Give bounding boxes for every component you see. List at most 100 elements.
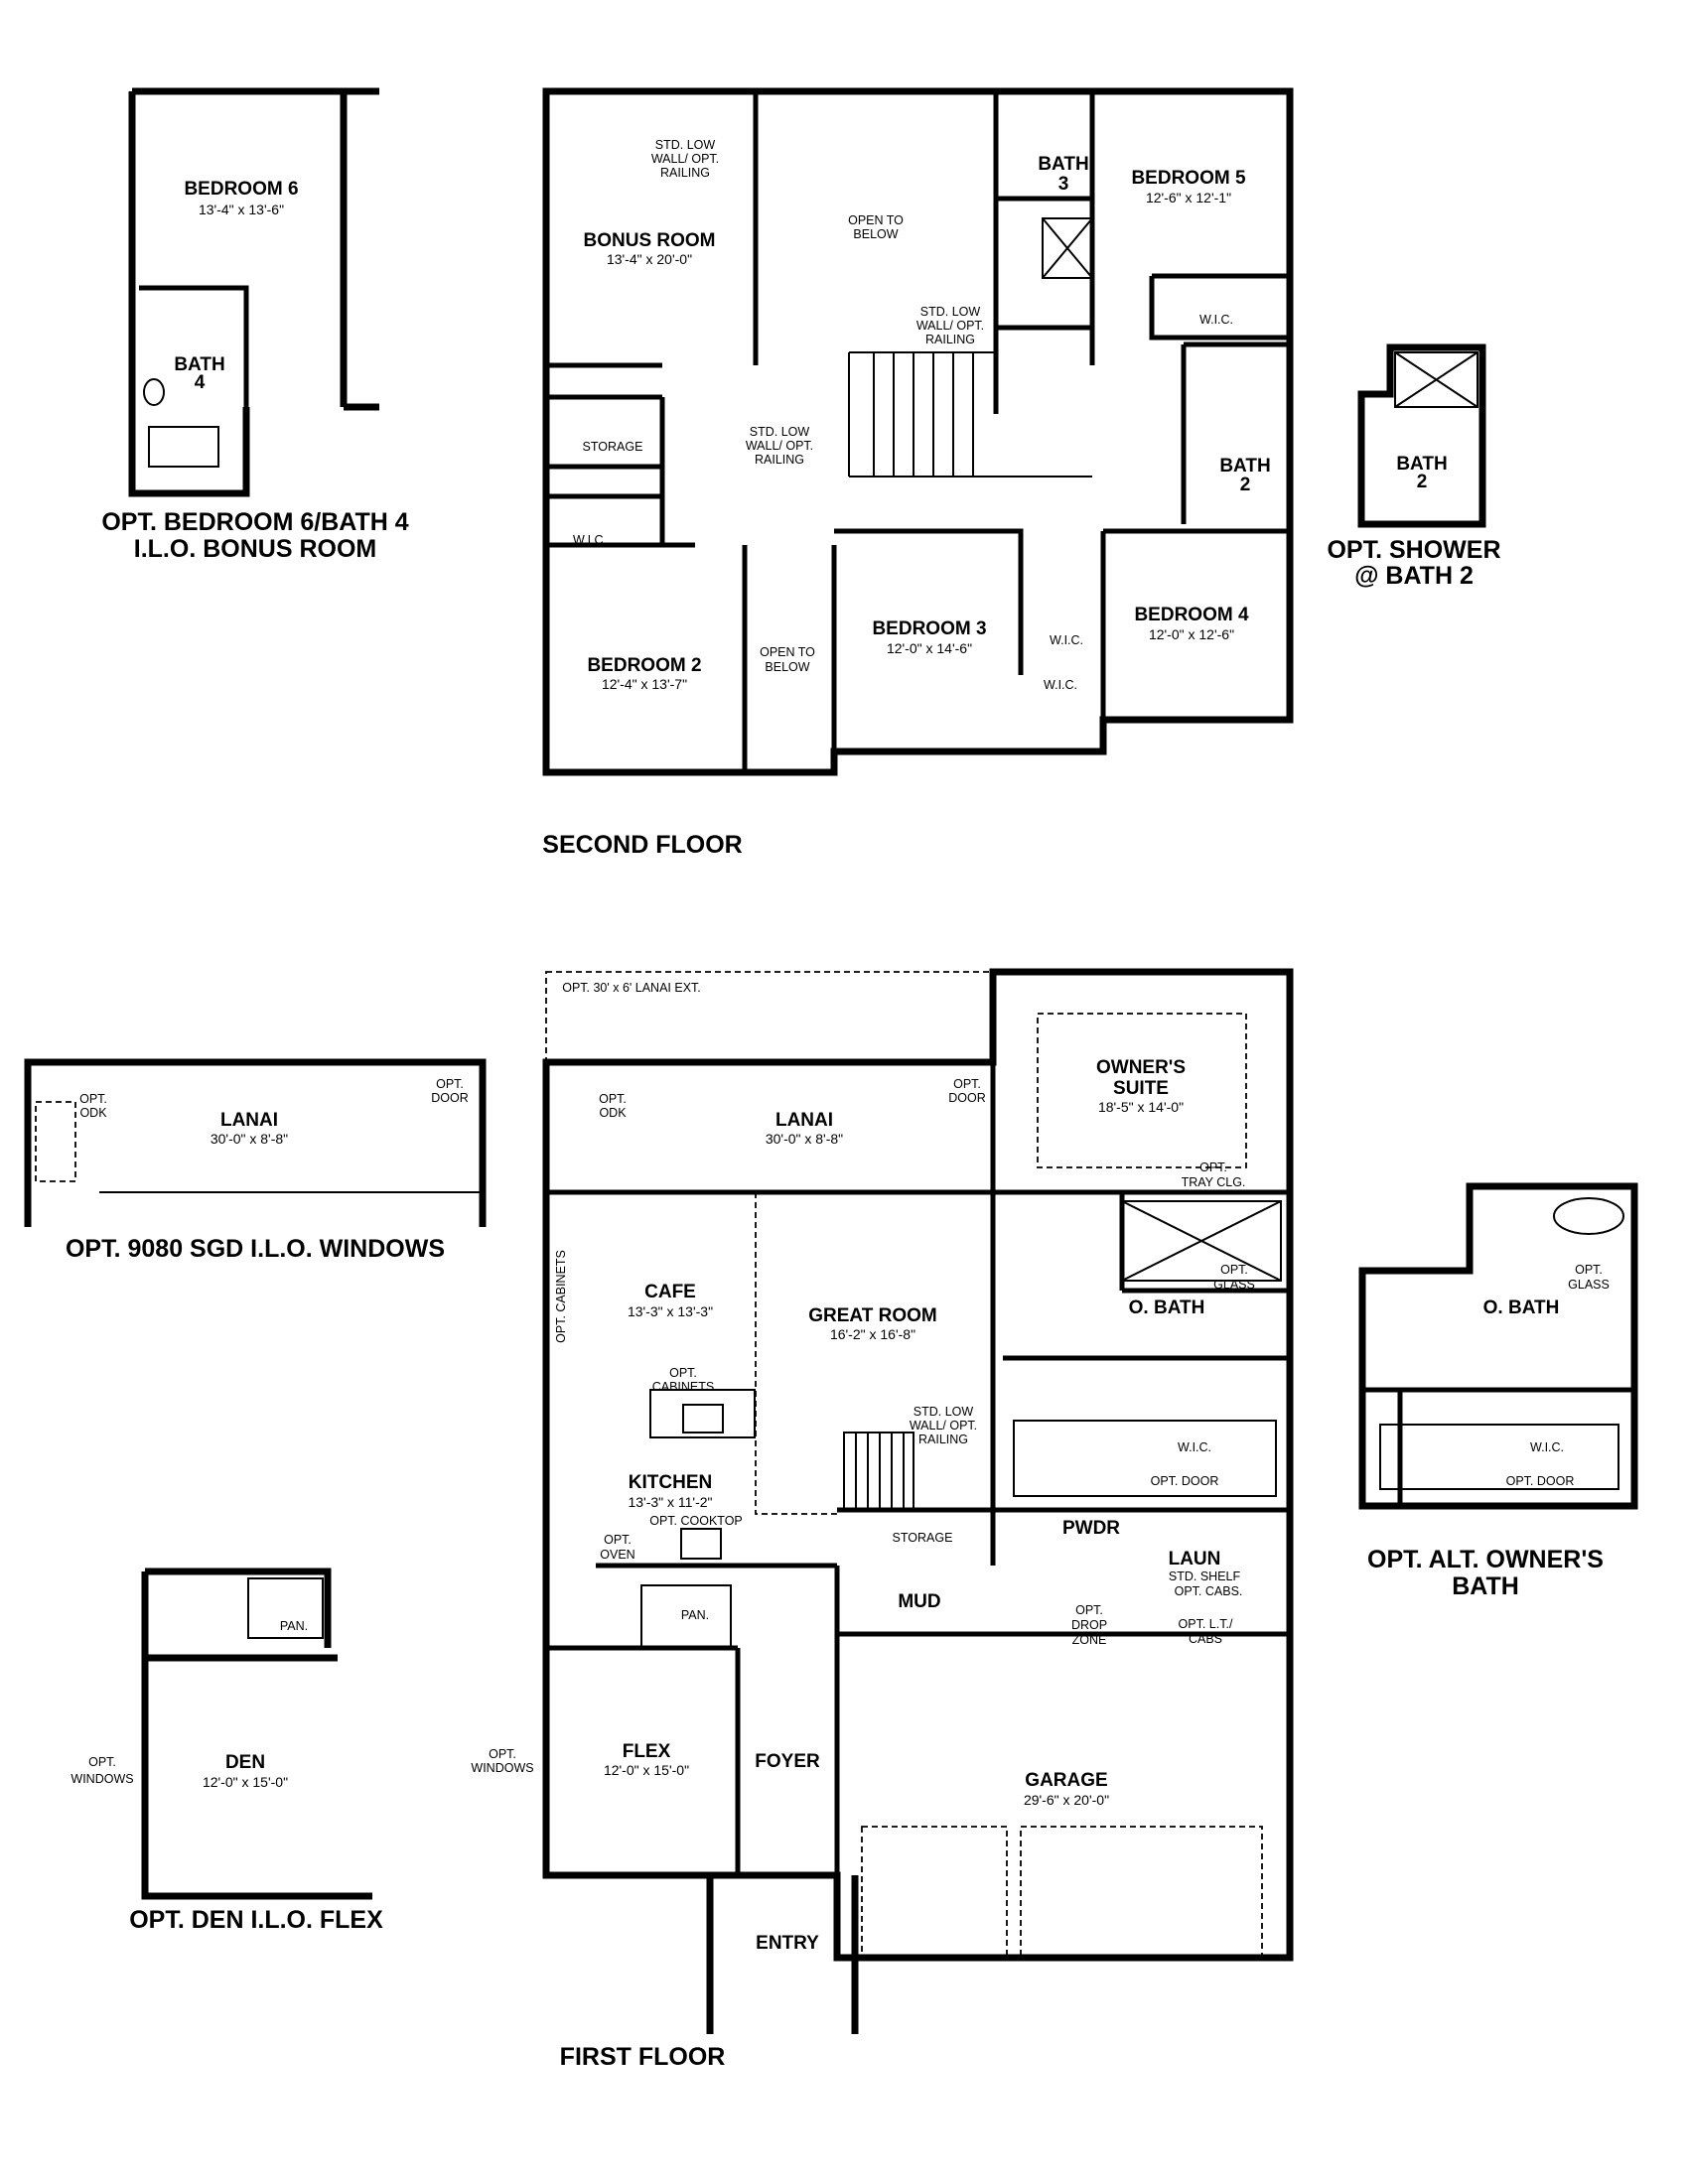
opt-bedroom6-caption: OPT. BEDROOM 6/BATH 4 <box>101 508 408 536</box>
opt-shower-bath2-label: BATH <box>1396 454 1447 475</box>
bath3-number: 3 <box>1058 174 1069 195</box>
foyer-label: FOYER <box>755 1751 820 1772</box>
opt-glass-2: GLASS <box>1213 1278 1255 1292</box>
wic-shelving <box>1379 1424 1619 1490</box>
first-floor-plan: OPT. 30' x 6' LANAI EXT. LANAI 30'-0" x … <box>471 968 1294 2071</box>
bath4-label: BATH <box>174 354 224 375</box>
shower-icon <box>1042 217 1093 279</box>
shower-icon <box>1394 351 1478 408</box>
opt-alt-owners-bath-plan: O. BATH OPT. GLASS W.I.C. OPT. DOOR OPT.… <box>1358 1182 1638 1600</box>
opt-den-plan: PAN. DEN 12'-0" x 15'-0" OPT. WINDOWS OP… <box>70 1568 383 1934</box>
owners-suite-label-2: SUITE <box>1113 1078 1169 1099</box>
bedroom3-label: BEDROOM 3 <box>872 618 986 639</box>
opt-bedroom6-plan: BEDROOM 6 13'-4" x 13'-6" BATH 4 OPT. BE… <box>101 87 409 563</box>
cafe-dims: 13'-3" x 13'-3" <box>628 1303 713 1319</box>
alt-wic-label: W.I.C. <box>1530 1440 1564 1454</box>
drop-zone-1: OPT. <box>1075 1603 1103 1617</box>
alt-owners-bath-caption-2: BATH <box>1452 1572 1519 1600</box>
low-wall-note-2b: WALL/ OPT. <box>916 319 984 333</box>
lanai-ext-label: OPT. 30' x 6' LANAI EXT. <box>562 981 701 995</box>
kitchen-dims: 13'-3" x 11'-2" <box>628 1494 712 1510</box>
alt-bath-outer-walls <box>1358 1182 1638 1510</box>
bedroom6-walls <box>128 87 379 497</box>
alt-door-label: OPT. DOOR <box>1506 1474 1575 1488</box>
low-wall-note-1: STD. LOW <box>655 138 716 152</box>
bath2-label: BATH <box>1219 456 1270 477</box>
den-dims: 12'-0" x 15'-0" <box>203 1774 288 1790</box>
bedroom5-dims: 12'-6" x 12'-1" <box>1146 190 1231 205</box>
opt-sgd-door-1: OPT. <box>436 1077 464 1091</box>
bath2-number: 2 <box>1240 475 1251 495</box>
opt-door-label-1: OPT. <box>953 1077 981 1091</box>
bonus-room-dims: 13'-4" x 20'-0" <box>607 251 692 267</box>
odk-label-2: ODK <box>599 1106 627 1120</box>
low-wall-note-3b: WALL/ OPT. <box>746 439 813 453</box>
garage-door-1 <box>861 1826 1008 1959</box>
pan-label: PAN. <box>681 1608 709 1622</box>
low-wall-note-3c: RAILING <box>755 453 804 467</box>
odk-icon <box>35 1101 76 1182</box>
tray-clg-1: OPT. <box>1199 1160 1227 1174</box>
den-walls <box>141 1568 372 1900</box>
bedroom2-dims: 12'-4" x 13'-7" <box>602 676 687 692</box>
windows-label-2: WINDOWS <box>471 1761 533 1775</box>
low-wall-note-3: RAILING <box>918 1433 968 1446</box>
opt-bedroom6-caption-2: I.L.O. BONUS ROOM <box>134 535 376 563</box>
opt-sgd-lanai-label: LANAI <box>220 1110 278 1131</box>
entry-label: ENTRY <box>756 1933 819 1954</box>
kitchen-island <box>649 1389 756 1438</box>
owners-suite-label: OWNER'S <box>1096 1057 1186 1078</box>
bedroom4-dims: 12'-0" x 12'-6" <box>1149 626 1234 642</box>
wic-label-bedroom2: W.I.C. <box>573 533 607 547</box>
opt-door-label-2: DOOR <box>948 1091 986 1105</box>
windows-label-1: OPT. <box>489 1747 516 1761</box>
toilet-icon <box>143 378 165 406</box>
opt-sgd-odk-1: OPT. <box>79 1092 107 1106</box>
bath4-number: 4 <box>195 372 206 393</box>
bedroom5-label: BEDROOM 5 <box>1131 168 1246 189</box>
wic-shelving <box>1013 1420 1277 1497</box>
alt-glass-2: GLASS <box>1568 1278 1610 1292</box>
flex-label: FLEX <box>623 1741 671 1762</box>
low-wall-note-1: STD. LOW <box>914 1405 974 1419</box>
low-wall-note-3: STD. LOW <box>750 425 810 439</box>
great-room-label: GREAT ROOM <box>808 1305 936 1326</box>
second-floor-title: SECOND FLOOR <box>542 831 742 859</box>
den-windows-1: OPT. <box>88 1755 116 1769</box>
opt-sgd-lanai-dims: 30'-0" x 8'-8" <box>211 1131 288 1147</box>
drop-zone-3: ZONE <box>1072 1633 1107 1647</box>
opt-den-caption: OPT. DEN I.L.O. FLEX <box>129 1906 383 1934</box>
great-room-dims: 16'-2" x 16'-8" <box>830 1326 915 1342</box>
owners-suite-dims: 18'-5" x 14'-0" <box>1098 1099 1184 1115</box>
open-to-below-2: OPEN TO <box>760 645 815 659</box>
pantry-outline <box>640 1584 732 1649</box>
opt-sgd-odk-2: ODK <box>79 1106 107 1120</box>
open-to-below-1b: BELOW <box>853 227 898 241</box>
lt-cabs-1: OPT. L.T./ <box>1179 1617 1233 1631</box>
storage-label: STORAGE <box>893 1531 953 1545</box>
opt-shower-caption-2: @ BATH 2 <box>1354 562 1474 590</box>
bonus-room-label: BONUS ROOM <box>584 230 716 251</box>
opt-sgd-walls <box>24 1058 487 1227</box>
kitchen-label: KITCHEN <box>629 1472 712 1493</box>
open-to-below-1: OPEN TO <box>848 213 904 227</box>
bedroom2-label: BEDROOM 2 <box>587 655 701 676</box>
first-floor-title: FIRST FLOOR <box>560 2043 726 2071</box>
shower-icon <box>1121 1200 1282 1282</box>
pantry-outline <box>247 1577 324 1639</box>
cooktop-label: OPT. COOKTOP <box>649 1514 743 1528</box>
second-floor-plan: BONUS ROOM 13'-4" x 20'-0" STD. LOW WALL… <box>542 87 1294 859</box>
lt-cabs-2: CABS <box>1189 1632 1222 1646</box>
alt-o-bath-label: O. BATH <box>1483 1297 1560 1318</box>
entry-columns <box>706 1875 859 2034</box>
garage-door-2 <box>1020 1826 1263 1959</box>
opt-sgd-caption: OPT. 9080 SGD I.L.O. WINDOWS <box>66 1235 445 1263</box>
lanai-label: LANAI <box>775 1110 833 1131</box>
low-wall-note-1b: WALL/ OPT. <box>651 152 719 166</box>
odk-label-1: OPT. <box>599 1092 627 1106</box>
opt-shower-walls <box>1357 343 1486 528</box>
alt-glass-1: OPT. <box>1575 1263 1603 1277</box>
bedroom3-dims: 12'-0" x 14'-6" <box>887 640 972 656</box>
oven-label-1: OPT. <box>604 1533 632 1547</box>
opt-shower-plan: BATH 2 OPT. SHOWER @ BATH 2 <box>1327 343 1501 590</box>
